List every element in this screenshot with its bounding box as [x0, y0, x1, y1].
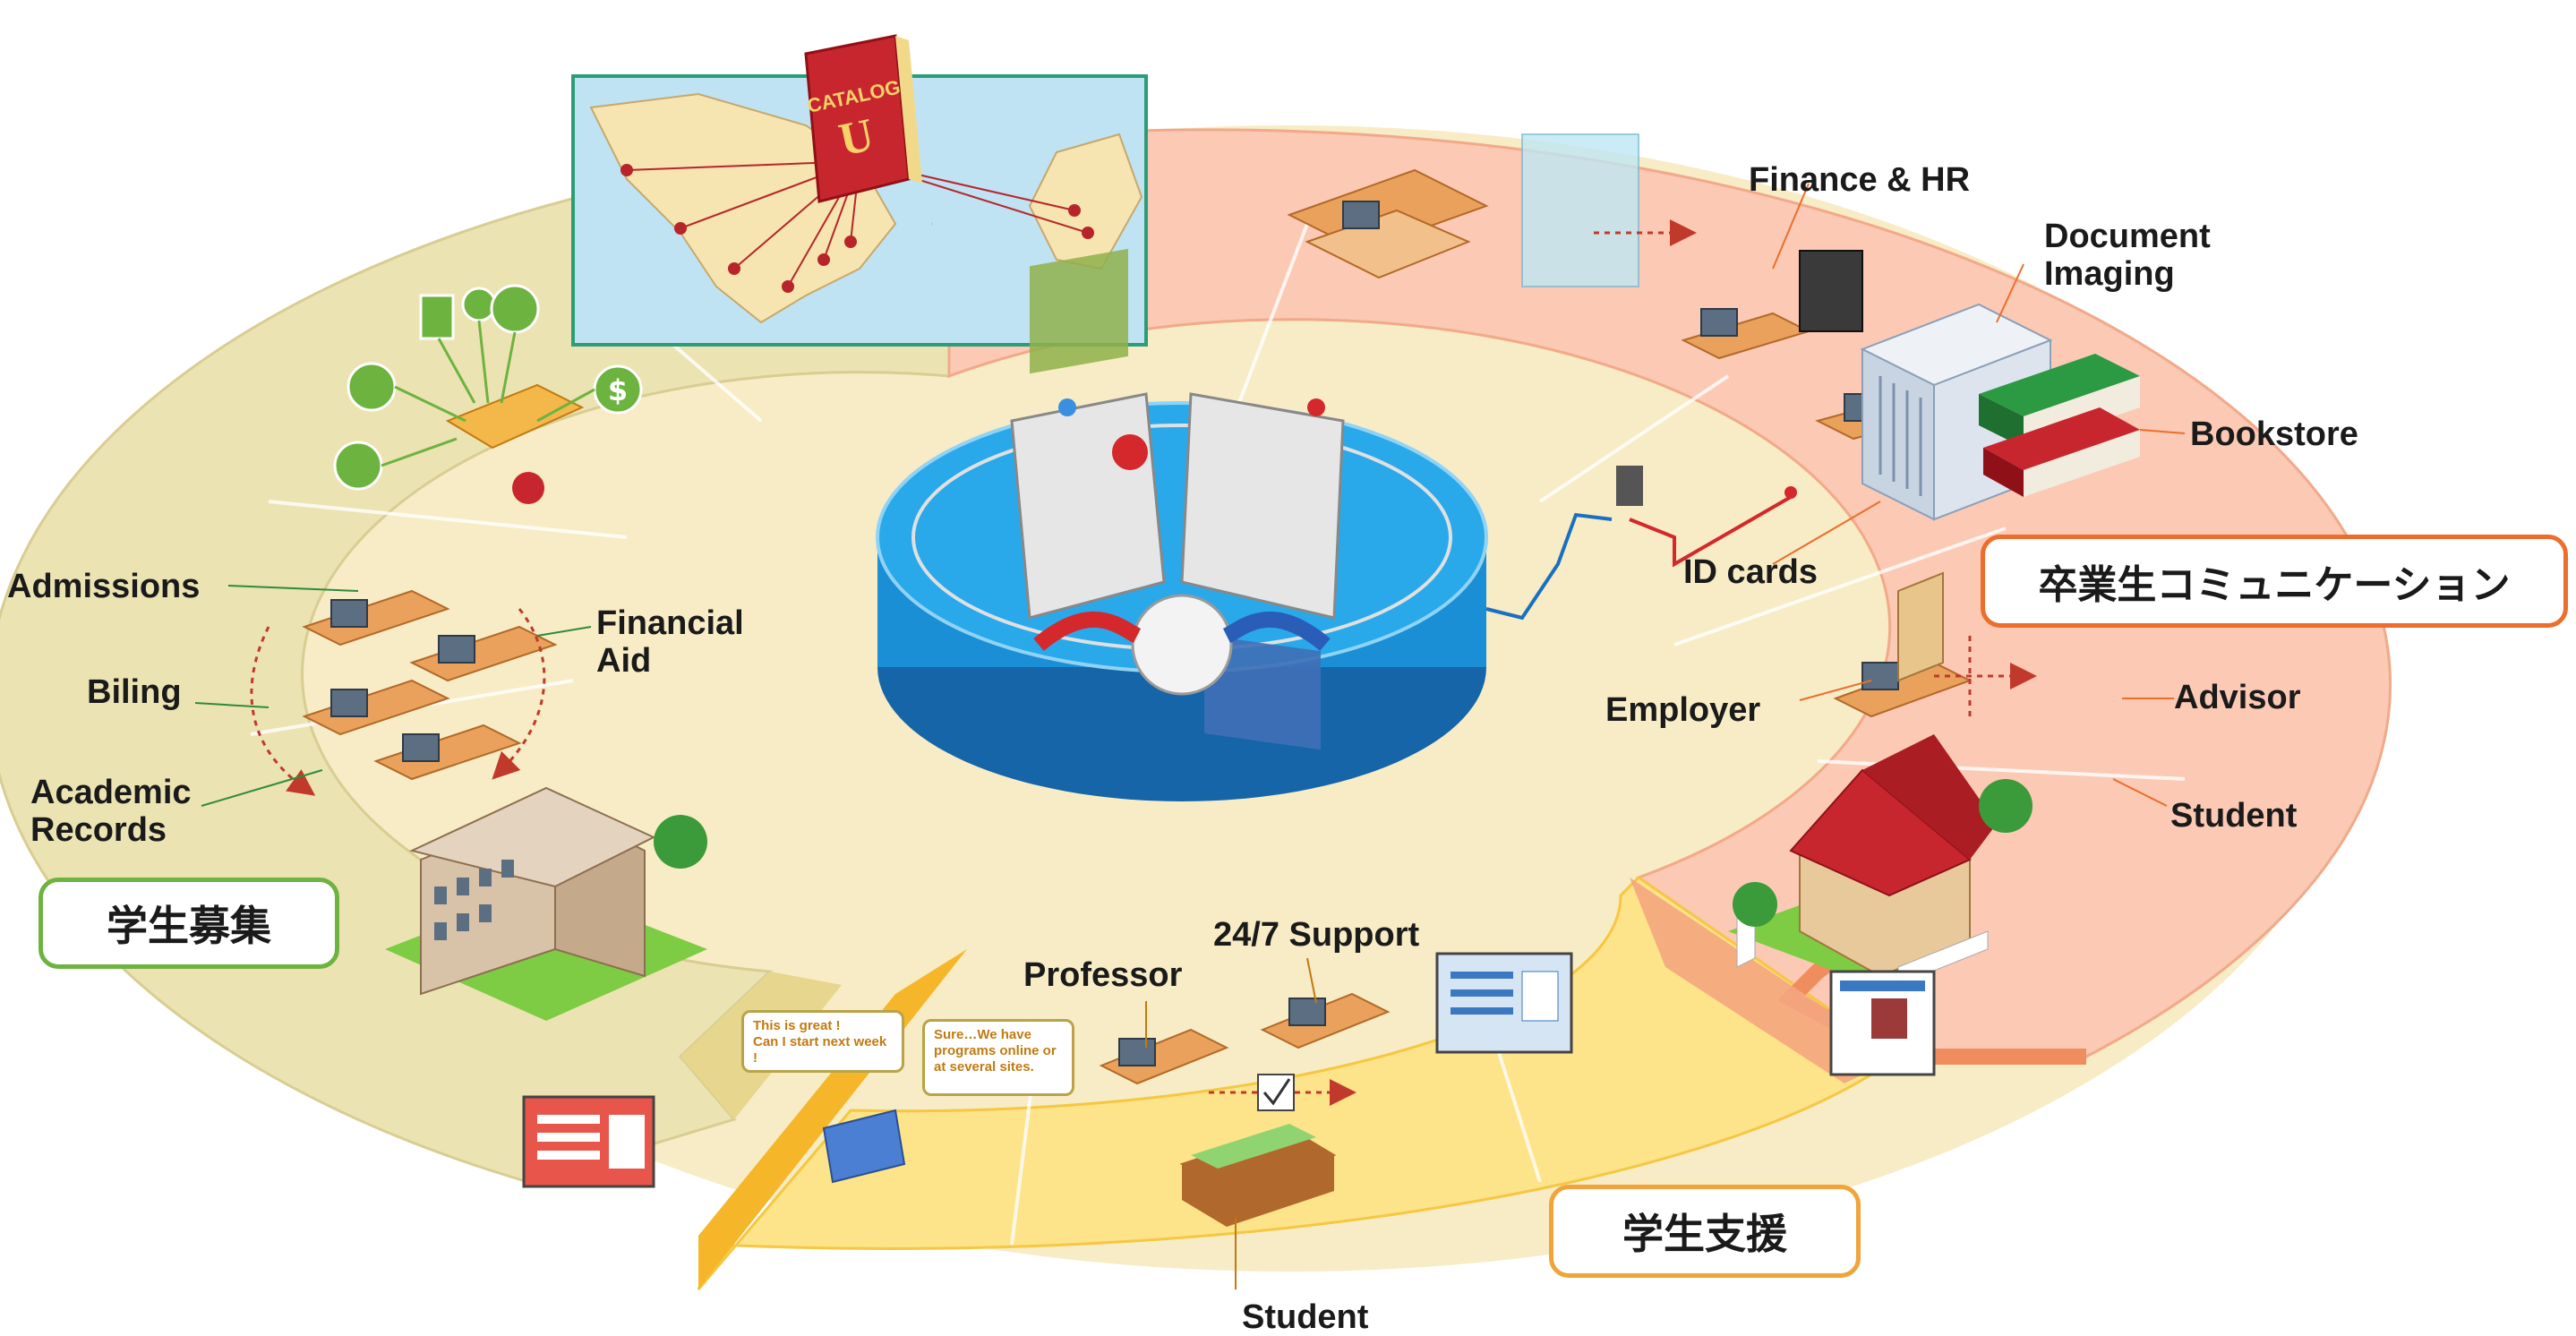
- speech-bubble-advisor: Sure…We have programs online or at sever…: [922, 1019, 1074, 1096]
- label-financial-aid: Financial Aid: [596, 604, 744, 680]
- label-bookstore: Bookstore: [2190, 415, 2358, 453]
- label-employer: Employer: [1605, 691, 1761, 729]
- badge-student-recruitment: 学生募集: [39, 878, 339, 969]
- speech-bubble-student: This is great ! Can I start next week !: [741, 1010, 904, 1073]
- badge-student-support: 学生支援: [1549, 1185, 1861, 1278]
- label-finance-hr: Finance & HR: [1749, 161, 1971, 199]
- label-student-bottom: Student: [1242, 1298, 1369, 1336]
- label-id-cards: ID cards: [1683, 553, 1818, 591]
- label-advisor: Advisor: [2174, 679, 2301, 716]
- calculator-icon: [419, 294, 455, 340]
- card-reader-icon: [1616, 466, 1643, 506]
- label-academic-records: Academic Records: [30, 774, 192, 849]
- label-document-imaging: Document Imaging: [2044, 218, 2211, 293]
- university-building-icon: [385, 786, 707, 1021]
- mobile-mail-icon: [333, 441, 383, 491]
- communication-icons: $: [333, 284, 643, 491]
- label-billing: Biling: [87, 673, 182, 711]
- label-admissions: Admissions: [7, 568, 201, 605]
- house-icon: [1728, 734, 2033, 986]
- label-student-right: Student: [2170, 797, 2298, 835]
- svg-text:$: $: [608, 373, 628, 407]
- catalog-book-icon: CATALOG U: [804, 34, 922, 203]
- lightbulb-icon: [1131, 594, 1233, 696]
- label-support: 24/7 Support: [1213, 916, 1420, 954]
- profile-screen-icon: [1435, 952, 1573, 1054]
- mail-icon: [347, 362, 397, 412]
- control-platform: [876, 248, 1488, 801]
- web-profile-icon: [1829, 970, 1936, 1076]
- monitor-icon: [490, 284, 540, 334]
- bookstore-books-icon: [1979, 354, 2140, 497]
- chat-icon: [461, 287, 497, 322]
- badge-alumni-communication: 卒業生コミュニケーション: [1981, 535, 2568, 628]
- label-professor: Professor: [1023, 956, 1183, 994]
- id-card-icon: [522, 1095, 655, 1188]
- server-icon: [1799, 250, 1863, 332]
